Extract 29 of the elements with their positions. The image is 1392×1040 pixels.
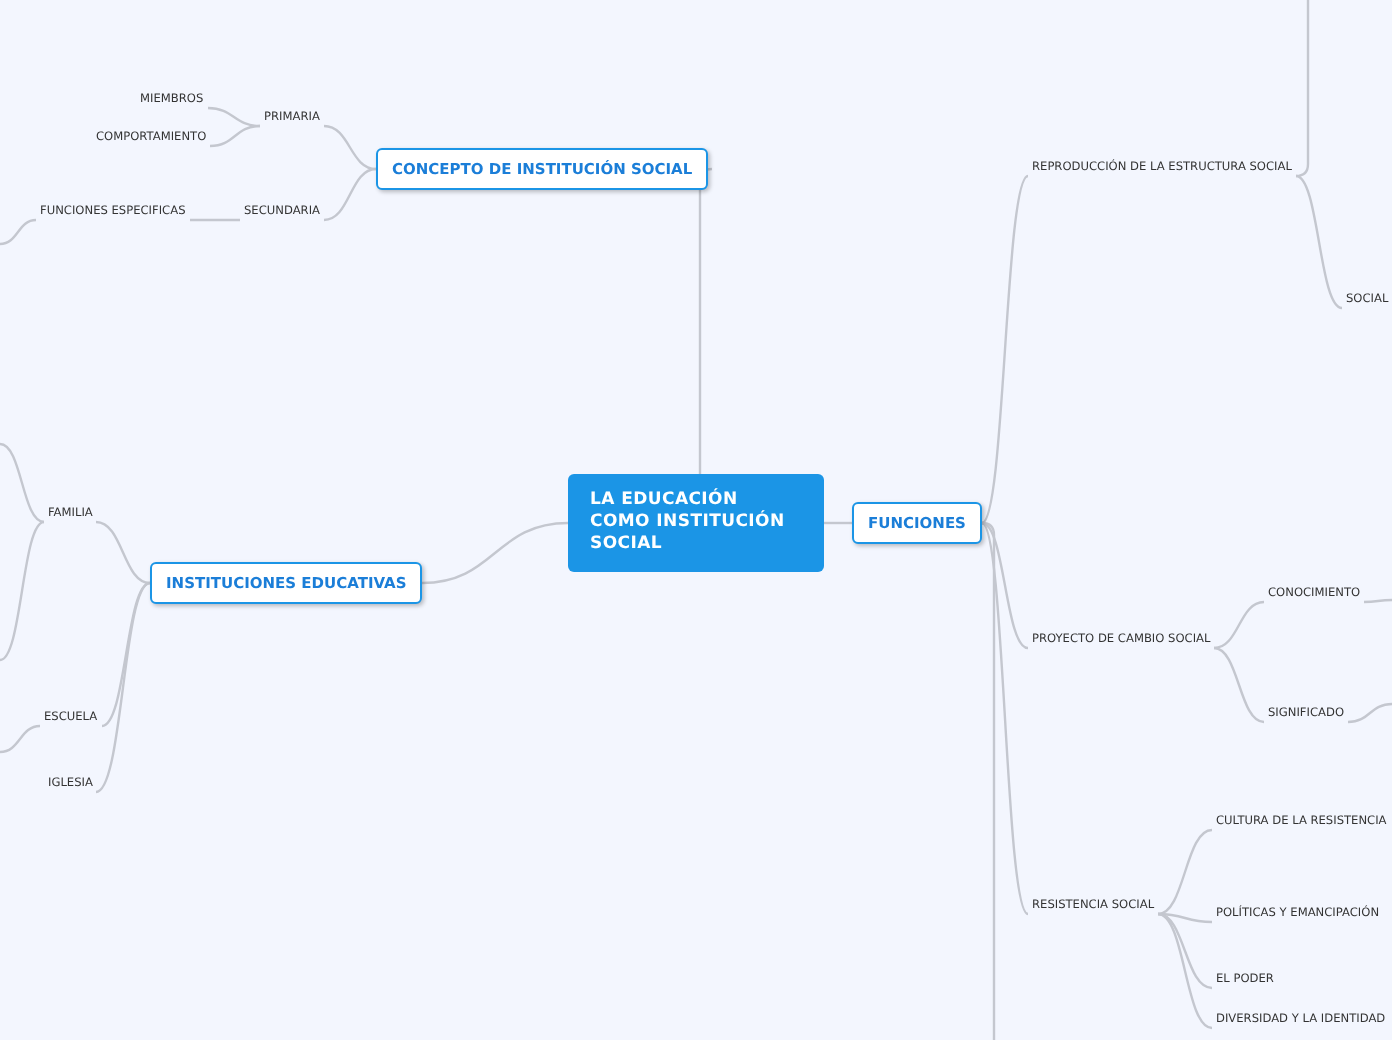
connector-line bbox=[421, 521, 569, 585]
central-topic-box: LA EDUCACIÓN COMO INSTITUCIÓN SOCIAL bbox=[568, 474, 824, 572]
connector-line bbox=[1213, 646, 1265, 724]
connector-line bbox=[1364, 598, 1392, 604]
connector-line bbox=[981, 521, 996, 1040]
connector-line bbox=[0, 442, 45, 524]
connector-line bbox=[190, 218, 240, 222]
connector-line bbox=[1157, 912, 1213, 1030]
connector-line bbox=[95, 520, 151, 585]
connector-line bbox=[323, 124, 377, 171]
connector-line bbox=[824, 521, 852, 525]
connector-line bbox=[0, 218, 37, 246]
connector-line bbox=[698, 167, 713, 474]
connector-line bbox=[1295, 0, 1310, 178]
connector-line bbox=[981, 521, 1029, 650]
connector-line bbox=[207, 106, 261, 128]
connector-line bbox=[1295, 174, 1343, 310]
connector-line bbox=[981, 522, 1029, 915]
connector-line bbox=[1213, 600, 1265, 650]
connector-line bbox=[0, 724, 41, 754]
connector-line bbox=[323, 167, 377, 222]
connector-line bbox=[1157, 912, 1213, 924]
connector-line bbox=[0, 520, 45, 662]
connector-line bbox=[981, 175, 1029, 524]
connector-line bbox=[1157, 828, 1213, 916]
connector-line bbox=[209, 124, 261, 148]
connector-line bbox=[101, 581, 151, 728]
connector-line bbox=[95, 582, 151, 793]
connector-line bbox=[1347, 702, 1392, 724]
